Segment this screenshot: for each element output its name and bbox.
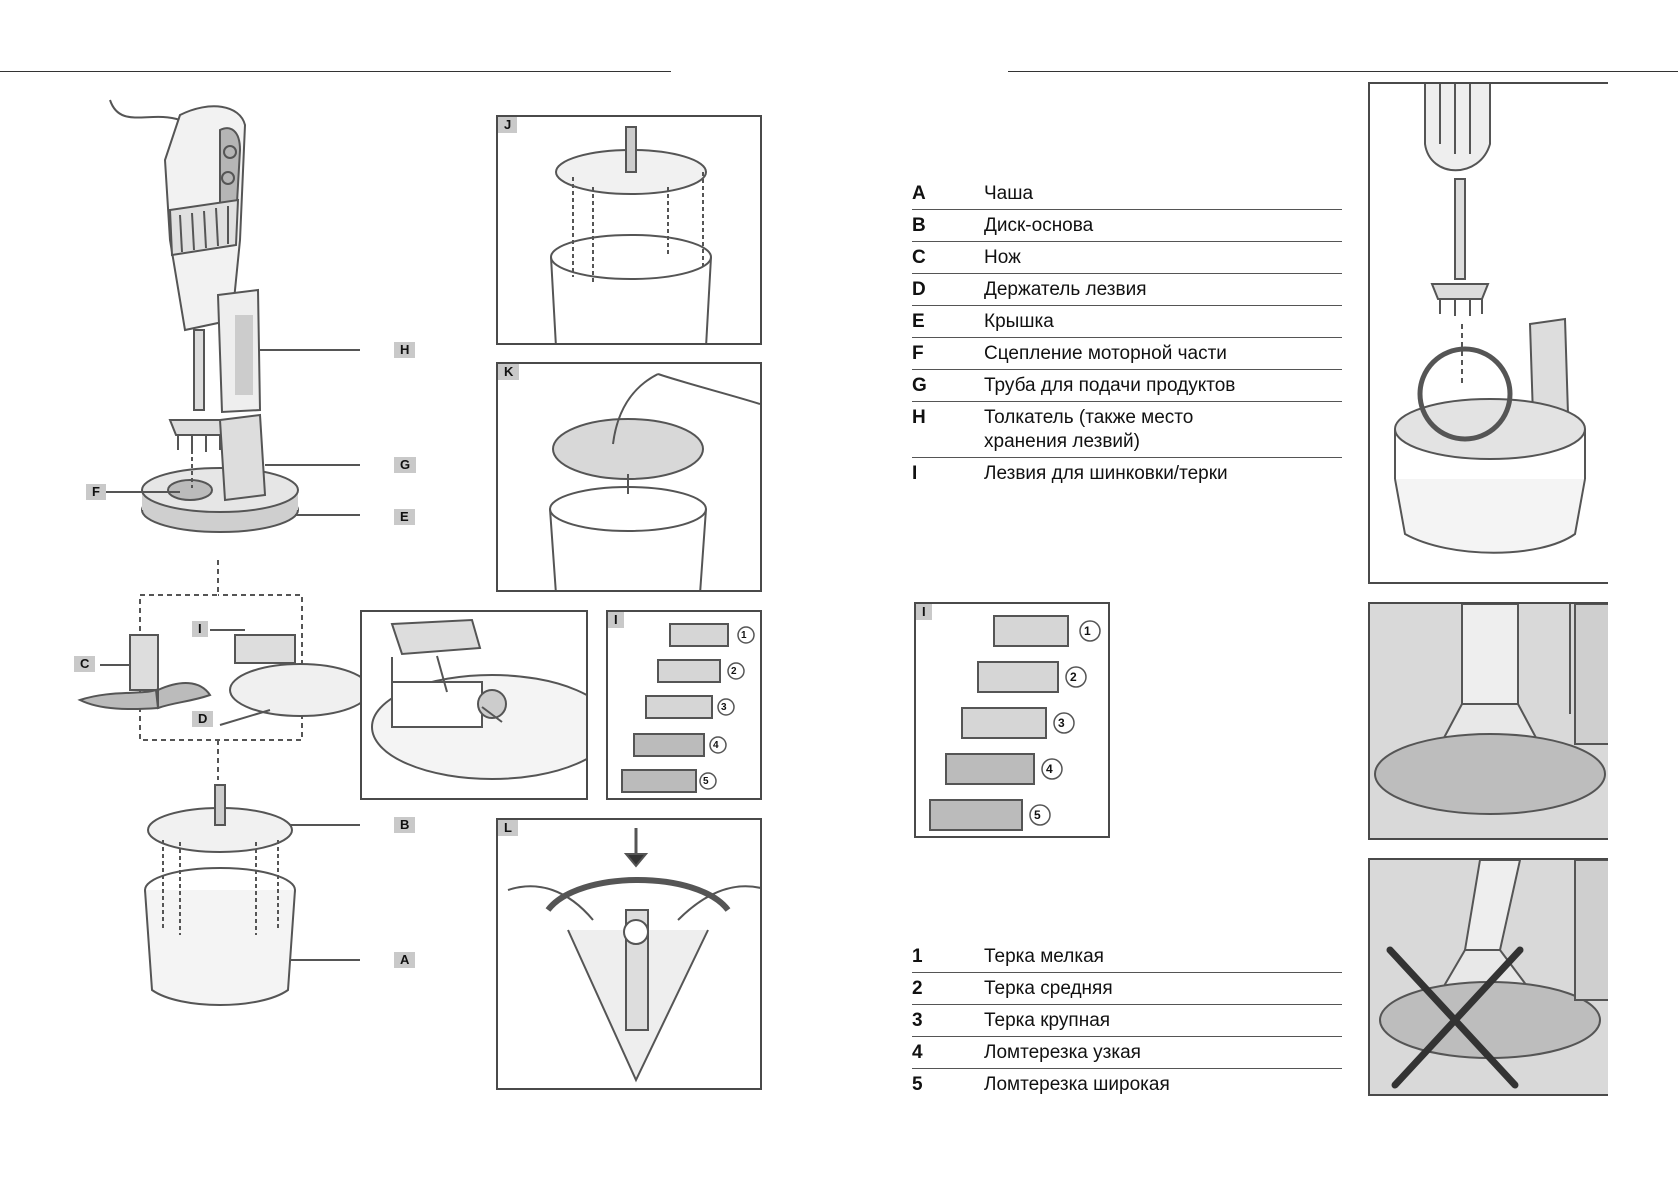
parts-legend-key: F [912, 343, 924, 364]
panel-i-small-label: I [608, 612, 624, 628]
blades-legend-key: 5 [912, 1074, 923, 1095]
panel-k-label: K [498, 364, 520, 380]
figure-shaft-incorrect [1368, 858, 1608, 1096]
parts-legend-row-f: F Сцепление моторной части [912, 338, 1342, 370]
blades-legend-label: Ломтерезка широкая [984, 1074, 1170, 1095]
callout-a: A [394, 952, 416, 968]
parts-legend-row-b: B Диск-основа [912, 210, 1342, 242]
blades-legend-row-2: 2 Терка средняя [912, 973, 1342, 1005]
panel-i-large-num-2: 2 [1070, 670, 1077, 684]
callout-c: C [74, 656, 96, 672]
figure-shaft-correct [1368, 602, 1608, 840]
parts-legend-key: I [912, 463, 918, 484]
blades-legend-row-4: 4 Ломтерезка узкая [912, 1037, 1342, 1069]
parts-legend-label: Лезвия для шинковки/терки [984, 463, 1228, 484]
parts-legend-label: Диск-основа [984, 215, 1094, 236]
callout-e: E [394, 509, 415, 525]
parts-legend-row-d: D Держатель лезвия [912, 274, 1342, 306]
blades-legend-label: Терка средняя [984, 978, 1113, 999]
panel-l-label: L [498, 820, 518, 836]
figure-blender-attach [1368, 82, 1608, 584]
parts-legend-row-h: H Толкатель (также место хранения лезвий) [912, 402, 1342, 458]
header-rule-left [0, 71, 671, 72]
blades-legend-row-3: 3 Терка крупная [912, 1005, 1342, 1037]
assembly-illustration [77, 99, 371, 1006]
blades-legend-key: 2 [912, 978, 923, 999]
callout-f: F [86, 484, 106, 500]
panel-j-label: J [498, 117, 518, 133]
callout-d: D [192, 711, 214, 727]
blades-legend-key: 1 [912, 946, 923, 967]
panel-i-large-num-4: 4 [1046, 762, 1053, 776]
panel-i-small-num-4: 4 [713, 740, 719, 751]
parts-legend-label: Сцепление моторной части [984, 343, 1227, 364]
callout-i: I [192, 621, 208, 637]
parts-legend-key: B [912, 215, 926, 236]
blades-legend-key: 4 [912, 1042, 923, 1063]
header-rule-right [1008, 71, 1678, 72]
parts-legend-row-i: I Лезвия для шинковки/терки [912, 458, 1342, 489]
panel-i-small-num-3: 3 [721, 702, 727, 713]
parts-legend-row-e: E Крышка [912, 306, 1342, 338]
parts-legend-label: Толкатель (также место хранения лезвий) [984, 407, 1194, 452]
blades-legend: 1 Терка мелкая 2 Терка средняя 3 Терка круп… [912, 941, 1342, 1100]
parts-legend-key: E [912, 311, 925, 332]
parts-legend-label: Труба для подачи продуктов [984, 375, 1236, 396]
panel-i-small-num-1: 1 [741, 630, 747, 641]
parts-legend-label: Крышка [984, 311, 1054, 332]
parts-legend-key: D [912, 279, 926, 300]
blades-legend-label: Терка мелкая [984, 946, 1104, 967]
panel-i-small-num-5: 5 [703, 776, 709, 787]
blades-legend-label: Ломтерезка узкая [984, 1042, 1141, 1063]
parts-legend-key: A [912, 183, 926, 204]
panel-j: J [496, 115, 762, 345]
blade-insert-detail-panel [360, 610, 588, 800]
parts-legend-row-a: A Чаша [912, 178, 1342, 210]
parts-legend-key: H [912, 407, 926, 428]
parts-legend-label: Нож [984, 247, 1021, 268]
cross-mark-icon [1386, 946, 1524, 1089]
parts-legend-label: Чаша [984, 183, 1034, 204]
parts-legend-key: G [912, 375, 927, 396]
callout-g: G [394, 457, 417, 473]
panel-k: K [496, 362, 762, 592]
panel-i-small-num-2: 2 [731, 666, 737, 677]
blades-legend-key: 3 [912, 1010, 923, 1031]
panel-i-large-num-1: 1 [1084, 624, 1091, 638]
parts-legend-row-g: G Труба для подачи продуктов [912, 370, 1342, 402]
panel-i-large-num-3: 3 [1058, 716, 1065, 730]
panel-i-large-num-5: 5 [1034, 808, 1041, 822]
callout-b: B [394, 817, 416, 833]
blades-legend-row-5: 5 Ломтерезка широкая [912, 1069, 1342, 1100]
panel-i-small: I 1 2 3 4 5 [606, 610, 762, 800]
panel-i-large-label: I [916, 604, 932, 620]
panel-i-large: I 1 2 3 4 5 [914, 602, 1110, 838]
blades-legend-label: Терка крупная [984, 1010, 1111, 1031]
parts-legend-label: Держатель лезвия [984, 279, 1147, 300]
parts-legend: A Чаша B Диск-основа C Нож D Держатель лезви… [912, 178, 1342, 489]
blades-legend-row-1: 1 Терка мелкая [912, 941, 1342, 973]
panel-l: L [496, 818, 762, 1090]
callout-h: H [394, 342, 416, 358]
parts-legend-row-c: C Нож [912, 242, 1342, 274]
parts-legend-key: C [912, 247, 926, 268]
